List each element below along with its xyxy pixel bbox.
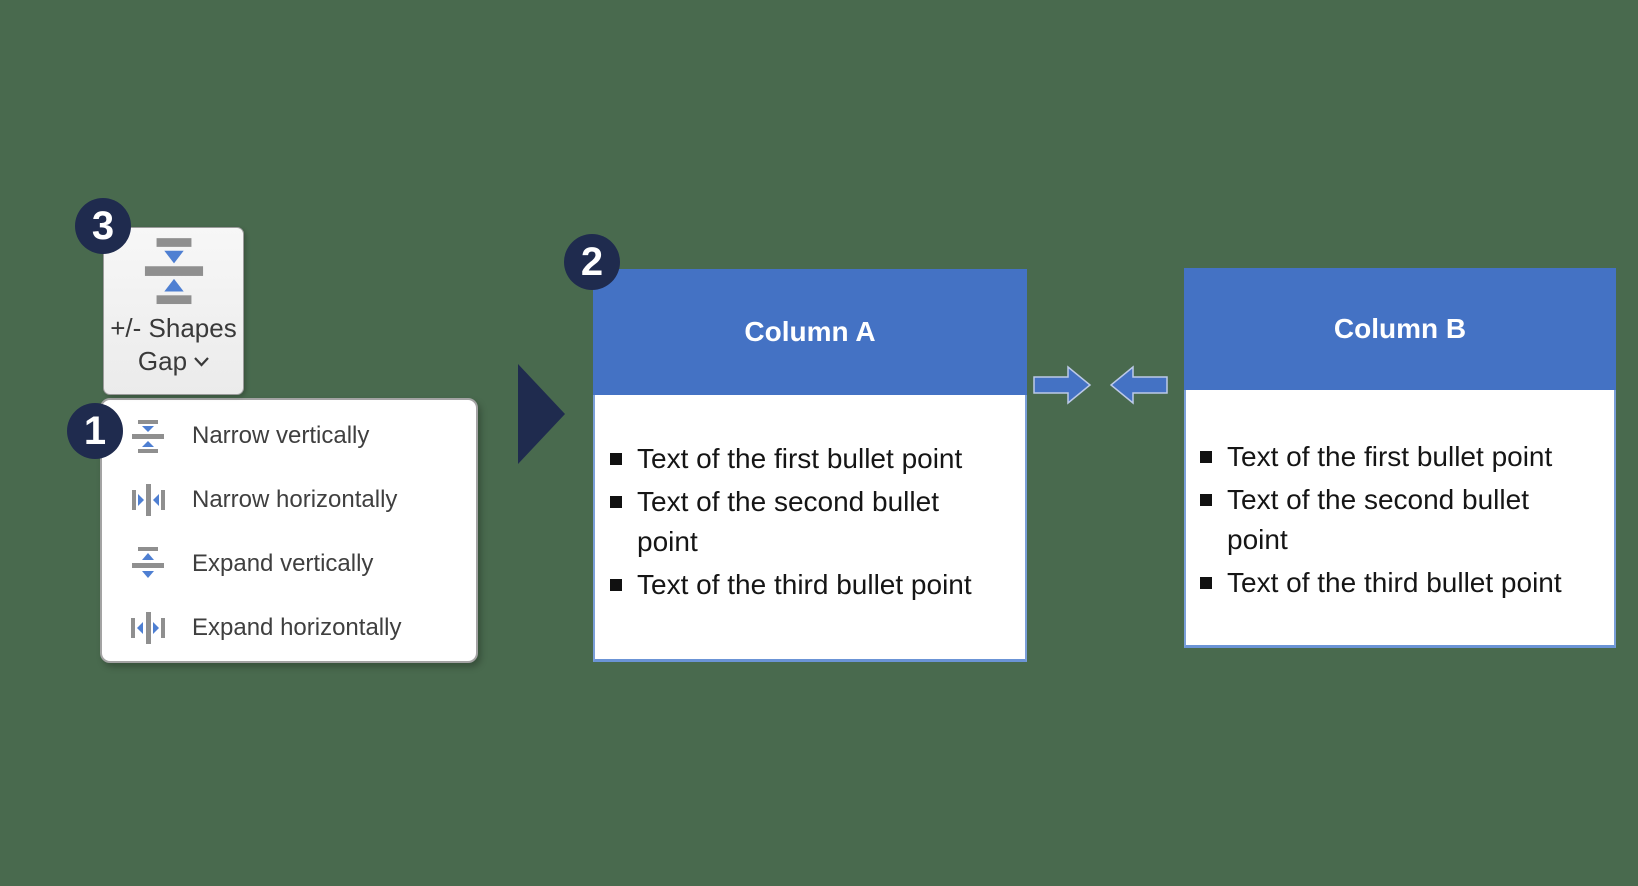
column-b-body: Text of the first bullet point Text of t…: [1184, 390, 1616, 648]
column-a-shape: Column A Text of the first bullet point …: [593, 269, 1027, 662]
bullet-item: Text of the second bullet point: [1200, 480, 1582, 560]
chevron-down-icon: [194, 356, 209, 367]
menu-item-narrow-vertically[interactable]: Narrow vertically: [102, 404, 476, 468]
menu-item-label: Expand vertically: [192, 550, 374, 577]
step-badge-3: 3: [75, 198, 131, 254]
narrow-horizontally-icon: [132, 484, 165, 516]
shapes-gap-button[interactable]: +/- Shapes Gap: [103, 227, 244, 395]
step-badge-1: 1: [67, 403, 123, 459]
bullet-item: Text of the first bullet point: [1200, 437, 1582, 477]
column-b-title: Column B: [1333, 313, 1467, 344]
menu-item-expand-horizontally[interactable]: Expand horizontally: [102, 596, 476, 660]
menu-item-expand-vertically[interactable]: Expand vertically: [102, 532, 476, 596]
bullet-item: Text of the second bullet point: [610, 482, 993, 562]
play-triangle-icon: [518, 364, 565, 464]
step-badge-2-number: 2: [580, 239, 604, 284]
menu-item-label: Narrow horizontally: [192, 486, 398, 513]
column-b-header: Column B: [1184, 268, 1616, 390]
menu-item-narrow-horizontally[interactable]: Narrow horizontally: [102, 468, 476, 532]
menu-item-label: Expand horizontally: [192, 614, 402, 641]
bullet-item: Text of the third bullet point: [610, 565, 993, 605]
column-a-body: Text of the first bullet point Text of t…: [593, 395, 1027, 662]
shapes-gap-button-label-line1: +/- Shapes: [110, 313, 237, 343]
menu-item-label: Narrow vertically: [192, 422, 370, 449]
column-b-shape: Column B Text of the first bullet point …: [1184, 268, 1616, 648]
bullet-item: Text of the third bullet point: [1200, 563, 1582, 603]
arrow-right-icon: [1033, 365, 1092, 405]
step-badge-3-number: 3: [91, 203, 115, 248]
bullet-item: Text of the first bullet point: [610, 439, 993, 479]
shapes-gap-dropdown-menu: Narrow vertically Narrow horizontally Ex…: [100, 398, 478, 663]
step-badge-2: 2: [564, 234, 620, 290]
shapes-gap-button-label-line2: Gap: [137, 346, 188, 376]
expand-vertically-icon: [132, 547, 164, 578]
narrow-vertically-icon: [132, 420, 164, 453]
column-b-bullet-list: Text of the first bullet point Text of t…: [1186, 390, 1614, 603]
narrow-vertically-icon: [144, 238, 203, 305]
step-badge-1-number: 1: [83, 408, 107, 453]
expand-horizontally-icon: [131, 612, 165, 644]
column-a-bullet-list: Text of the first bullet point Text of t…: [595, 395, 1025, 605]
arrow-left-icon: [1110, 365, 1168, 405]
column-a-header: Column A: [593, 269, 1027, 395]
column-a-title: Column A: [744, 316, 876, 347]
